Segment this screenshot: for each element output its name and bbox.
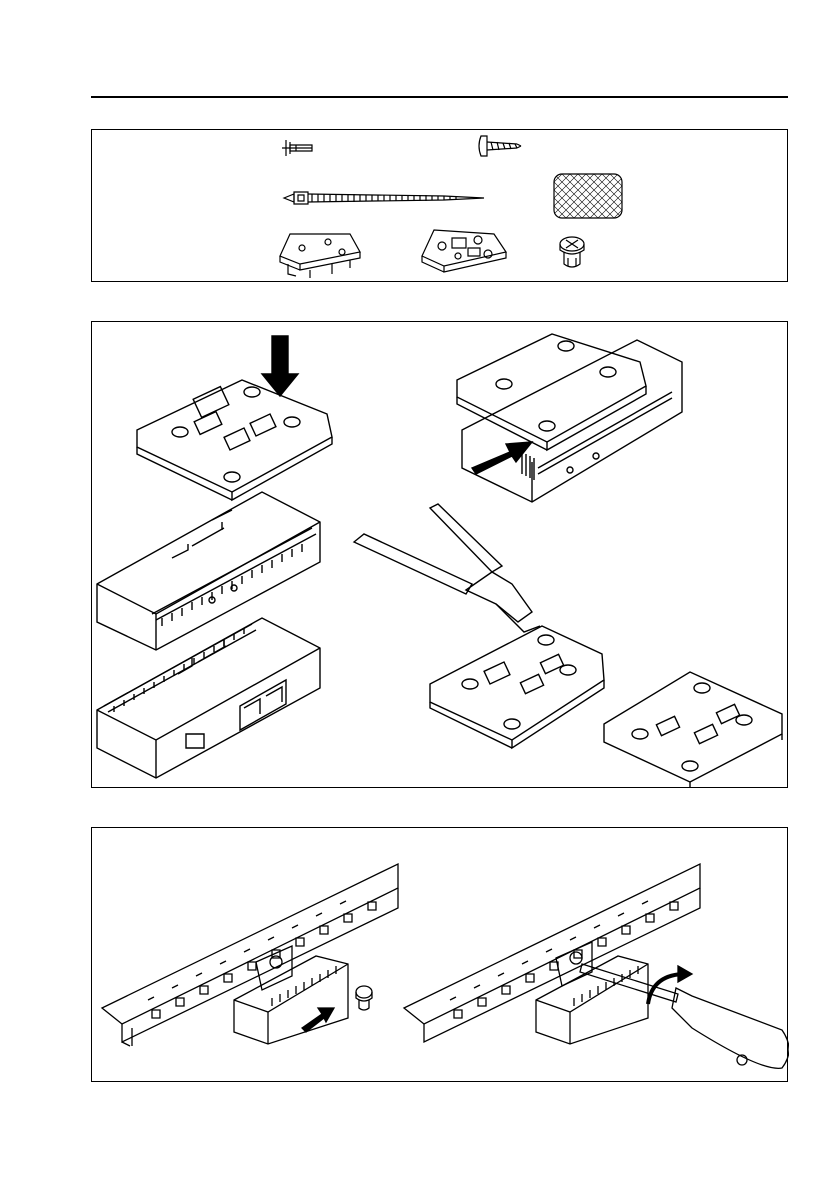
arrow-right-icon	[472, 442, 532, 474]
rail-right	[404, 864, 700, 1042]
rotate-arrow-icon	[648, 966, 692, 1004]
parts-list-panel	[91, 129, 788, 282]
housing-mount-right	[536, 942, 648, 1044]
arrow-down-icon	[262, 336, 298, 396]
plastic-rivet-icon	[282, 140, 312, 156]
mounting-plate-bottom-center	[430, 626, 604, 748]
screwdriver-icon	[580, 964, 789, 1068]
rail-left	[102, 864, 398, 1046]
adhesive-pad-icon	[554, 174, 622, 218]
mounting-plate-top-left	[137, 380, 332, 500]
plate-and-housing-top-right	[457, 334, 682, 502]
rail-mounting-panel	[91, 827, 788, 1082]
pliers-icon	[354, 504, 540, 632]
housing-upper	[97, 492, 320, 650]
housing-lower	[97, 618, 320, 778]
assembly-panel	[91, 321, 788, 788]
pan-head-screw-icon	[479, 136, 521, 156]
snap-bolt-icon	[356, 986, 372, 1010]
clip-mounting-plate-icon	[422, 230, 506, 272]
mounting-plate-bottom-right	[604, 672, 782, 788]
header-rule	[91, 96, 788, 98]
snap-bolt-icon	[560, 237, 584, 267]
cable-tie-icon	[284, 192, 484, 204]
flat-mounting-plate-icon	[280, 234, 360, 278]
